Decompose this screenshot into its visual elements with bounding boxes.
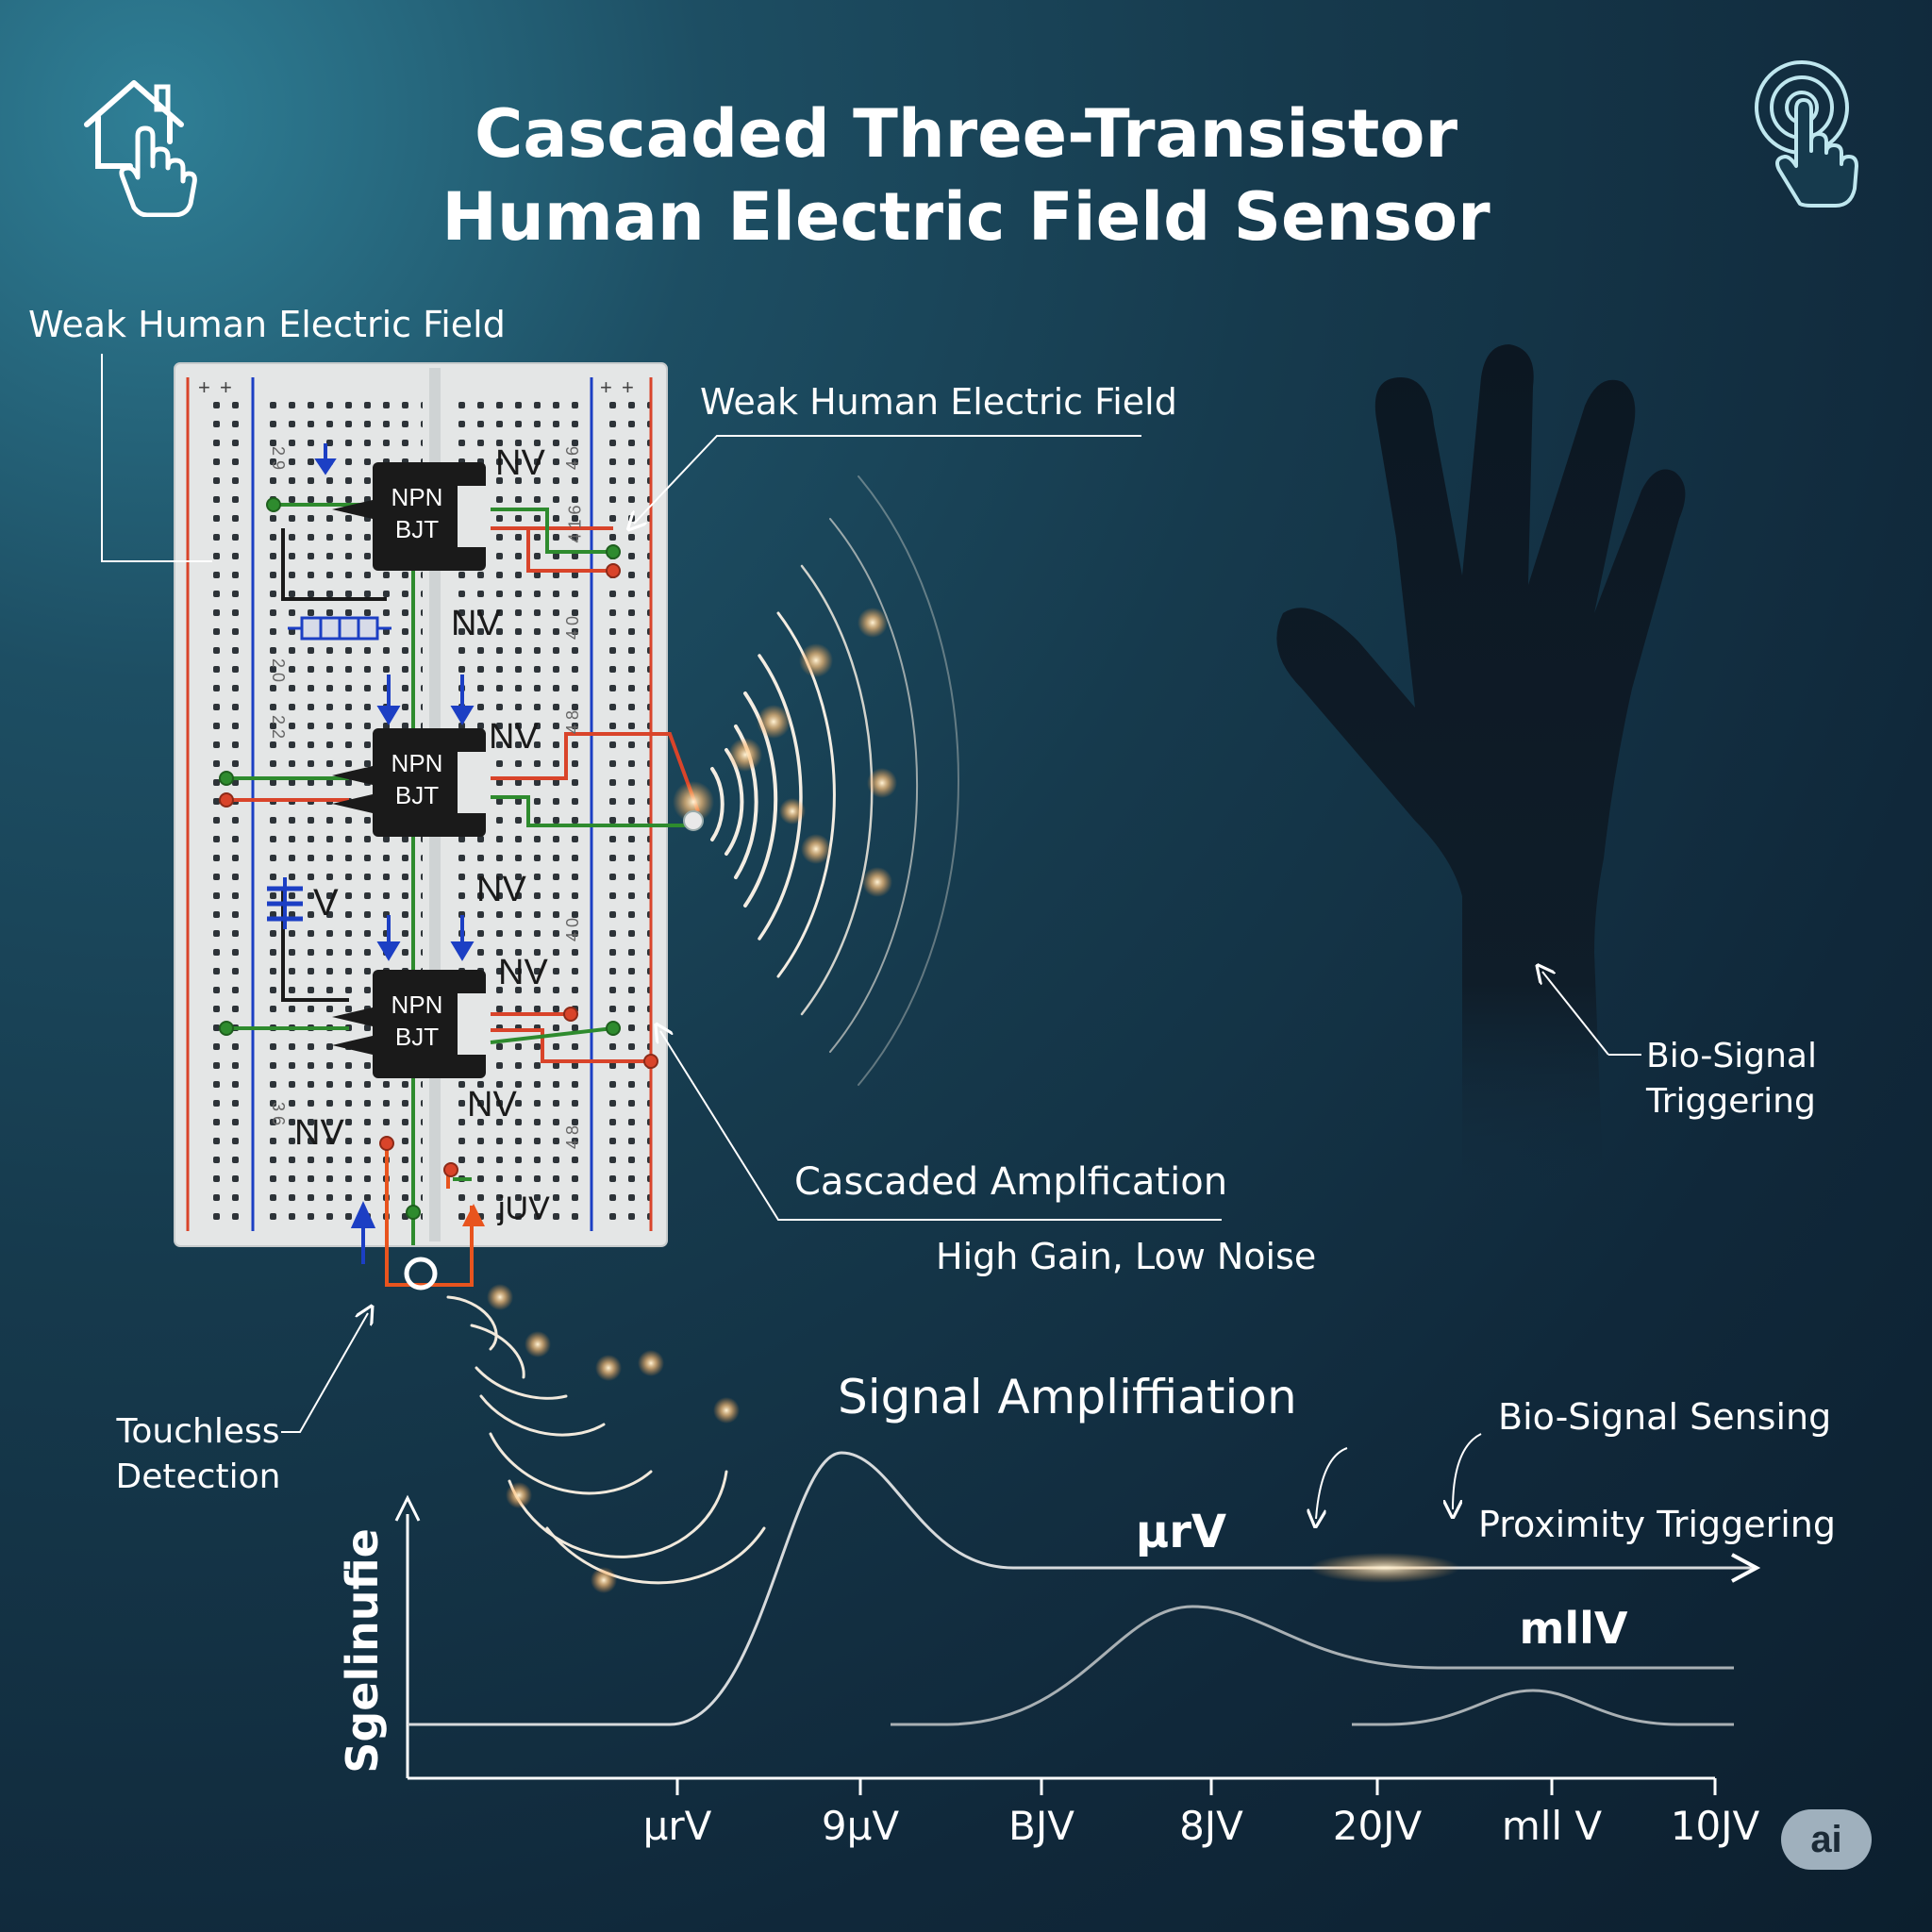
q2-kind: BJT — [394, 781, 440, 809]
cascaded-amplification-label: Cascaded Amplfication — [794, 1160, 1228, 1204]
transistor-q2-label: NPN BJT — [389, 747, 445, 811]
nv-mark-6: NV — [467, 1085, 517, 1124]
bio-signal-triggering-label: Bio-Signal Triggering — [1646, 1034, 1817, 1124]
transistor-q1 — [332, 462, 488, 571]
page-title: Cascaded Three-Transistor Human Electric… — [0, 92, 1932, 258]
wire-endpoints — [219, 497, 658, 1220]
ai-badge: ai — [1781, 1809, 1872, 1870]
x-tick-label-6: 10JV — [1671, 1803, 1760, 1849]
x-tick-label-1: 9μV — [822, 1803, 899, 1849]
y-axis-arrow — [394, 1494, 421, 1522]
output-arrow — [462, 1204, 485, 1226]
bio-signal-sensing-label: Bio-Signal Sensing — [1498, 1396, 1832, 1438]
q1-kind: BJT — [394, 515, 440, 543]
juv-mark: jUV — [498, 1191, 550, 1226]
x-tick-label-4: 20JV — [1333, 1803, 1423, 1849]
nv-mark-2: NV — [451, 604, 501, 643]
capacitor-component — [267, 877, 303, 929]
series-line-0 — [408, 1451, 1757, 1726]
chart-ticks: μrV 9μV BJV 8JV 20JV mll V 10JV — [643, 1778, 1760, 1849]
title-line-2: Human Electric Field Sensor — [441, 178, 1491, 256]
hand-silhouette — [1276, 344, 1686, 1198]
bio-signal-triggering-line-2: Triggering — [1646, 1082, 1816, 1121]
x-tick-label-0: μrV — [643, 1803, 712, 1849]
x-tick-label-3: 8JV — [1179, 1803, 1243, 1849]
rail-plus-right: + + — [600, 375, 636, 399]
nv-mark-4: NV — [476, 870, 526, 909]
lower-wave-emission — [404, 1257, 766, 1593]
nv-mark-3: NV — [489, 717, 539, 757]
nv-mark-7: NV — [294, 1113, 344, 1153]
resistor-component — [288, 616, 391, 641]
q3-kind: BJT — [394, 1023, 440, 1051]
wires — [226, 503, 700, 1287]
title-line-1: Cascaded Three-Transistor — [475, 95, 1457, 173]
touchless-line-1: Touchless — [116, 1412, 280, 1451]
signal-flow-arrows — [314, 443, 475, 1264]
wave-glow-points — [673, 608, 897, 897]
x-tick-label-2: BJV — [1008, 1803, 1074, 1849]
weak-field-label-left: Weak Human Electric Field — [28, 304, 506, 345]
smart-home-touch-icon — [84, 80, 197, 217]
rail-plus-left: + + — [198, 375, 234, 399]
high-gain-label: High Gain, Low Noise — [936, 1236, 1317, 1277]
sensor-electrode — [683, 810, 704, 831]
nv-mark-1: NV — [495, 443, 545, 483]
chart-axes — [394, 1494, 1715, 1780]
transistor-q3 — [332, 970, 488, 1078]
nv-mark-5: NV — [498, 953, 548, 992]
series-label-mllv: mllV — [1519, 1603, 1627, 1654]
chart-title: Signal Ampliffiation — [838, 1370, 1297, 1424]
touchless-detection-label: Touchless Detection — [104, 1409, 292, 1500]
chart-y-label: Sgelinufie — [337, 1528, 388, 1774]
x-tick-label-5: mll V — [1502, 1803, 1603, 1849]
transistor-q1-label: NPN BJT — [389, 481, 445, 545]
transistor-q2 — [332, 728, 488, 837]
proximity-triggering-label: Proximity Triggering — [1478, 1504, 1837, 1545]
touch-signal-icon — [1755, 60, 1858, 208]
weak-field-label-right: Weak Human Electric Field — [700, 381, 1177, 423]
q1-type: NPN — [391, 483, 443, 511]
q2-type: NPN — [391, 749, 443, 777]
series-label-urv: μrV — [1136, 1506, 1226, 1558]
chart-series — [408, 1451, 1761, 1726]
annotation-lines — [101, 354, 1641, 1519]
series-line-1 — [891, 1605, 1734, 1726]
q3-type: NPN — [391, 991, 443, 1019]
series-arrow-0 — [1731, 1553, 1761, 1583]
trend-glow — [1309, 1553, 1460, 1583]
bio-signal-triggering-line-1: Bio-Signal — [1646, 1037, 1817, 1075]
series-line-2 — [1352, 1689, 1734, 1726]
v-mark: V — [313, 882, 339, 924]
transistor-q3-label: NPN BJT — [389, 989, 445, 1053]
touchless-line-2: Detection — [115, 1457, 281, 1496]
